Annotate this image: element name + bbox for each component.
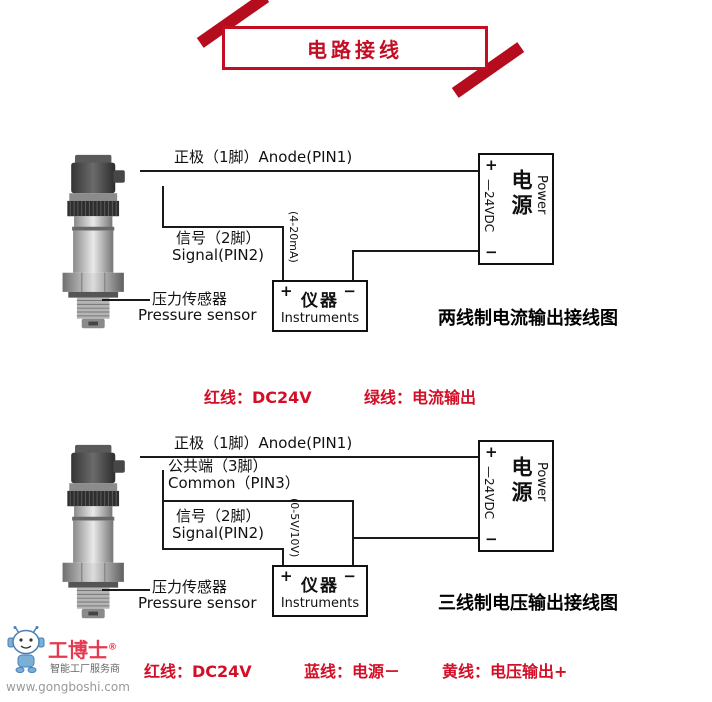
brand-tagline: 智能工厂服务商: [50, 664, 120, 675]
wire-sensor-stub-2: [162, 470, 164, 550]
common-label-en-2: Common（PIN3）: [168, 474, 300, 492]
instruments-name-en-1: Instruments: [280, 311, 360, 326]
instruments-box-1: + − 仪器 Instruments: [272, 280, 368, 332]
wire-common-h-2: [162, 500, 354, 502]
legend1-red: 红线：DC24V: [204, 388, 312, 407]
power-name-en-1: Power: [534, 175, 549, 215]
power-box-2: + —24VDC − 电源 Power: [478, 440, 554, 552]
power-name-cn-1: 电源: [509, 169, 533, 219]
wire-signal-stub-1: [162, 186, 164, 228]
pressure-sensor-image-1: [50, 153, 146, 335]
power-box-1: + —24VDC − 电源 Power: [478, 153, 554, 265]
wire-anode-2: [140, 456, 478, 458]
legend2-red: 红线：DC24V: [144, 662, 252, 681]
power-name-en-2: Power: [534, 462, 549, 502]
robot-mascot-icon: [7, 626, 45, 673]
anode-label-1: 正极（1脚）Anode(PIN1): [174, 148, 353, 166]
power-vdc-label-2: —24VDC: [482, 466, 496, 520]
wire-anode-1: [140, 170, 478, 172]
common-label-cn-2: 公共端（3脚）: [168, 457, 268, 475]
power-minus-terminal-1: −: [485, 243, 498, 261]
sensor-label-en-1: Pressure sensor: [138, 306, 257, 324]
power-name-cn-2: 电源: [509, 456, 533, 506]
legend2-yellow: 黄线：电压输出+: [442, 662, 568, 681]
power-plus-terminal-1: +: [485, 156, 498, 174]
diagram-caption-2: 三线制电压输出接线图: [438, 593, 618, 614]
wire-inst-minus-h-1: [352, 250, 478, 252]
wire-signal-v-2: [282, 548, 284, 567]
sensor-pointer-line-2: [102, 589, 150, 591]
power-minus-terminal-2: −: [485, 530, 498, 548]
pressure-sensor-image-2: [50, 443, 146, 625]
sensor-label-en-2: Pressure sensor: [138, 594, 257, 612]
instruments-plus-terminal-2: +: [280, 567, 293, 585]
legend2-blue: 蓝线：电源－: [304, 662, 401, 681]
wire-common-v-2: [352, 500, 354, 567]
registered-mark: ®: [108, 642, 117, 653]
signal-label-cn-2: 信号（2脚）: [176, 507, 261, 525]
legend1-green: 绿线：电流输出: [364, 388, 477, 407]
instruments-minus-terminal-2: −: [343, 567, 356, 585]
wire-inst-minus-v-1: [352, 250, 354, 280]
brand-name: 工博士®: [48, 634, 117, 663]
power-plus-terminal-2: +: [485, 443, 498, 461]
instruments-minus-terminal-1: −: [343, 282, 356, 300]
wire-power-minus-branch-2: [352, 537, 478, 539]
page-title: 电路接线: [222, 26, 488, 70]
range-label-2: (0-5V/10V): [288, 498, 301, 558]
wire-signal-h-1: [162, 226, 284, 228]
sensor-label-cn-1: 压力传感器: [152, 290, 228, 308]
signal-label-en-1: Signal(PIN2): [172, 246, 265, 264]
anode-label-2: 正极（1脚）Anode(PIN1): [174, 434, 353, 452]
instruments-name-en-2: Instruments: [280, 596, 360, 611]
brand-url[interactable]: www.gongboshi.com: [6, 680, 130, 694]
instruments-name-cn-2: 仪器: [301, 576, 339, 596]
signal-label-cn-1: 信号（2脚）: [176, 229, 261, 247]
power-vdc-label-1: —24VDC: [482, 179, 496, 233]
instruments-plus-terminal-1: +: [280, 282, 293, 300]
instruments-name-cn-1: 仪器: [301, 291, 339, 311]
sensor-label-cn-2: 压力传感器: [152, 578, 228, 596]
instruments-box-2: + − 仪器 Instruments: [272, 565, 368, 617]
sensor-pointer-line-1: [102, 299, 150, 301]
range-label-1: (4-20mA): [287, 211, 300, 263]
wire-signal-h-2: [162, 548, 284, 550]
brand-text: 工博士: [48, 638, 108, 662]
signal-label-en-2: Signal(PIN2): [172, 524, 265, 542]
wire-signal-v-1: [282, 226, 284, 282]
diagram-caption-1: 两线制电流输出接线图: [438, 308, 618, 329]
